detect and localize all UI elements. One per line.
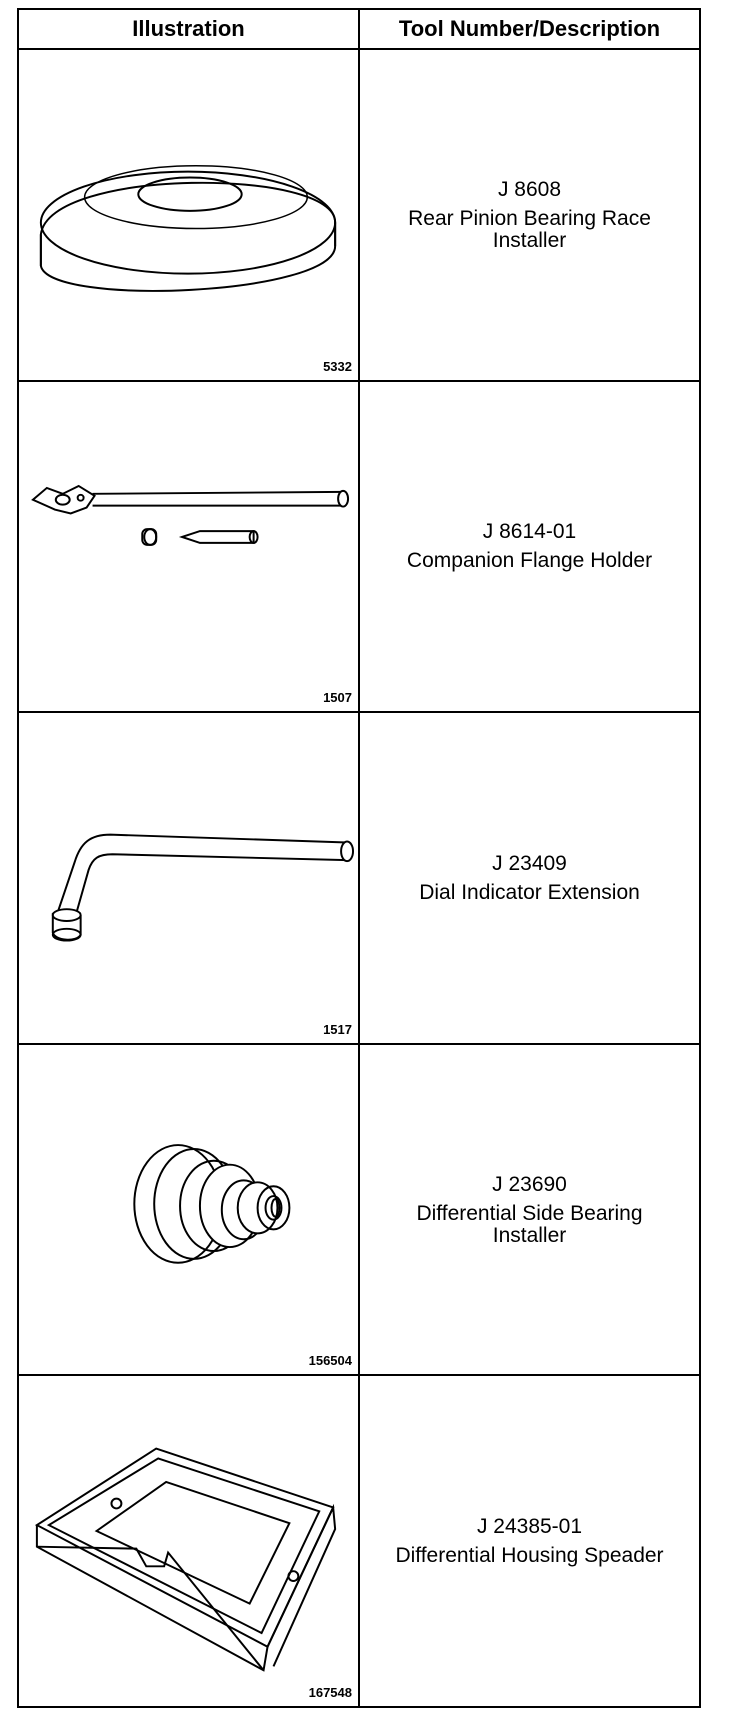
tool-number: J 24385-01 (476, 1515, 583, 1539)
description-cell: J 8614-01 Companion Flange Holder (360, 382, 699, 712)
tool-description: Companion Flange Holder (406, 549, 653, 573)
description-cell: J 23690 Differential Side Bearing Instal… (360, 1045, 699, 1375)
description-cell: J 24385-01 Differential Housing Speader (360, 1376, 699, 1706)
illustration-cell: 156504 (19, 1044, 360, 1375)
illustration-cell: 5332 (19, 50, 360, 380)
table-row: 1517 J 23409 Dial Indicator Extension (19, 713, 699, 1045)
figure-number: 1517 (323, 1021, 352, 1037)
tool-description: Dial Indicator Extension (419, 880, 640, 904)
header-description: Tool Number/Description (398, 16, 661, 41)
tool-table: Illustration Tool Number/Description 533… (17, 8, 701, 1708)
tool-description: Rear Pinion Bearing Race Installer (408, 206, 651, 252)
table-row: 167548 J 24385-01 Differential Housing S… (19, 1376, 699, 1706)
table-row: 1507 J 8614-01 Companion Flange Holder (19, 381, 699, 714)
table-row: 156504 J 23690 Differential Side Bearing… (19, 1044, 699, 1377)
description-cell: J 23409 Dial Indicator Extension (360, 713, 699, 1043)
figure-number: 156504 (308, 1353, 352, 1369)
tool-description: Differential Side Bearing Installer (416, 1201, 643, 1247)
table-header: Illustration Tool Number/Description (19, 10, 699, 50)
flange-holder-illustration (31, 484, 350, 546)
illustration-cell: 1517 (19, 713, 360, 1043)
table-row: 5332 J 8608 Rear Pinion Bearing Race Ins… (19, 50, 699, 382)
tool-number: J 8614-01 (482, 520, 577, 544)
housing-spreader-illustration (34, 1447, 337, 1673)
side-bearing-installer-illustration (133, 1143, 291, 1264)
figure-number: 1507 (323, 690, 352, 706)
description-cell: J 8608 Rear Pinion Bearing Race Installe… (360, 50, 699, 380)
tool-number: J 8608 (497, 177, 562, 201)
dial-indicator-extension-illustration (51, 833, 355, 942)
header-illustration: Illustration (19, 10, 360, 48)
tool-description: Differential Housing Speader (395, 1544, 664, 1568)
figure-number: 167548 (308, 1684, 352, 1700)
tool-number: J 23409 (492, 851, 567, 875)
figure-number: 5332 (323, 358, 352, 374)
illustration-cell: 1507 (19, 381, 360, 712)
race-installer-illustration (39, 165, 337, 292)
illustration-cell: 167548 (19, 1376, 360, 1706)
tool-number: J 23690 (492, 1172, 567, 1196)
